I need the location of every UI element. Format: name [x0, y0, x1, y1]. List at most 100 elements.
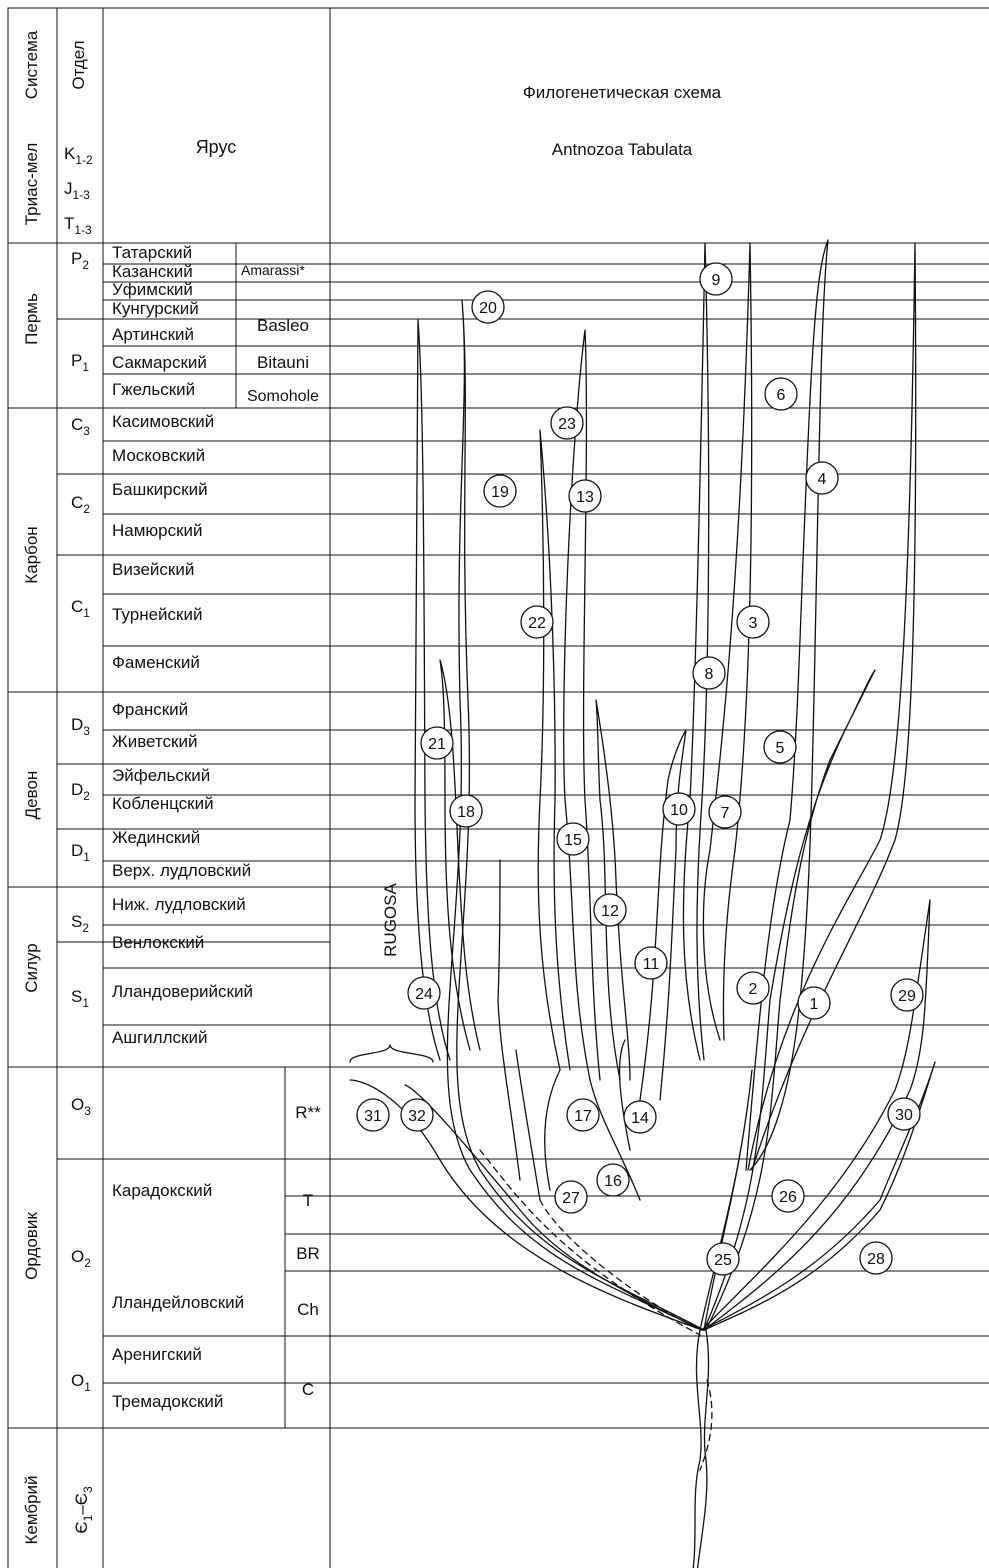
system-triasmel: Триас-мел: [22, 143, 41, 226]
lineage-node: 3: [737, 606, 769, 638]
division-label: O2: [71, 1247, 91, 1270]
lineage-branch: [415, 320, 450, 1060]
rugosa-label: RUGOSA: [381, 883, 400, 957]
stage-label: Гжельский: [112, 380, 195, 399]
division-label-cambrian: Є1–Є3: [72, 1486, 95, 1534]
division-label: O1: [71, 1371, 91, 1394]
system-label: Кембрий: [22, 1475, 41, 1544]
zone-label: Ch: [297, 1300, 319, 1319]
lineage-number: 22: [528, 615, 546, 632]
lineage-branch: [700, 1070, 752, 1330]
lineage-number: 10: [670, 802, 688, 819]
trunk: [690, 1330, 709, 1568]
stage-label: Казанский: [112, 262, 193, 281]
division-label: D2: [71, 780, 90, 803]
stage-label: Карадокский: [112, 1181, 212, 1200]
stage-label: Венлокский: [112, 933, 204, 952]
dynamic-labels: ПермьКарбонДевонСилурОрдовикКембрийP2P1C…: [22, 243, 321, 1545]
stage-label: Московский: [112, 446, 205, 465]
zone-label: BR: [296, 1244, 320, 1263]
header-yarus: Ярус: [196, 137, 237, 157]
lineage-number: 23: [558, 416, 576, 433]
division-label: S2: [71, 912, 89, 935]
lineage-node: 4: [806, 462, 838, 494]
lineage-branch: [545, 1070, 560, 1190]
lineage-node: 11: [635, 947, 667, 979]
stage-label: Франский: [112, 700, 188, 719]
lineage-node: 31: [357, 1099, 389, 1131]
lineage-node: 26: [772, 1180, 804, 1212]
stage-label: Лландоверийский: [112, 982, 253, 1001]
lineage-number: 26: [779, 1189, 797, 1206]
local-unit-label: Bitauni: [257, 353, 309, 372]
stage-label: Сакмарский: [112, 353, 207, 372]
lineage-number: 29: [898, 988, 916, 1005]
stratigraphic-grid: [8, 8, 989, 1568]
lineage-number: 19: [491, 484, 509, 501]
lineage-node: 8: [693, 657, 725, 689]
system-label: Силур: [22, 943, 41, 992]
rugosa-brace: [350, 1045, 433, 1062]
stage-label: Ашгиллский: [112, 1028, 207, 1047]
lineage-node: 17: [567, 1099, 599, 1131]
lineage-node: 25: [707, 1243, 739, 1275]
stage-label: Аренигский: [112, 1345, 202, 1364]
division-label: D1: [71, 841, 90, 864]
system-label: Ордовик: [22, 1212, 41, 1280]
division-label: C1: [71, 597, 90, 620]
stage-label: Ниж. лудловский: [112, 895, 246, 914]
stage-label: Намюрский: [112, 521, 203, 540]
division-label: D3: [71, 715, 90, 738]
lineage-node: 30: [888, 1098, 920, 1130]
lineage-node: 19: [484, 475, 516, 507]
lineage-branch: [640, 730, 686, 1100]
lineage-number: 5: [776, 740, 785, 757]
system-label: Карбон: [22, 526, 41, 583]
stage-label: Тремадокский: [112, 1392, 223, 1411]
lineage-branch: [596, 700, 630, 1080]
dashed-branch: [480, 1150, 700, 1335]
lineage-number: 6: [777, 387, 786, 404]
stage-label: Артинский: [112, 325, 194, 344]
lineage-node: 21: [421, 727, 453, 759]
lineage-number: 15: [564, 832, 582, 849]
division-label: O3: [71, 1095, 91, 1118]
lineage-number: 14: [631, 1110, 649, 1127]
lineage-number: 21: [428, 736, 446, 753]
lineage-node: 2: [737, 972, 769, 1004]
stage-label: Верх. лудловский: [112, 861, 251, 880]
stage-label: Татарский: [112, 243, 192, 262]
zone-label: R**: [295, 1103, 321, 1122]
lineage-number: 13: [576, 489, 594, 506]
stage-label: Эйфельский: [112, 766, 210, 785]
phylogenetic-tree: [350, 240, 935, 1568]
lineage-number: 1: [810, 996, 819, 1013]
lineage-node: 5: [764, 731, 796, 763]
stage-label: Живетский: [112, 732, 197, 751]
lineage-node: 10: [663, 793, 695, 825]
division-label: P1: [71, 351, 89, 374]
stage-label: Визейский: [112, 560, 194, 579]
chart-subtitle: Antnozoa Tabulata: [552, 140, 693, 159]
division-label: S1: [71, 987, 89, 1010]
header-sistema: Система: [22, 30, 41, 99]
lineage-number: 31: [364, 1108, 382, 1125]
lineage-number: 32: [408, 1108, 426, 1125]
lineage-node: 12: [594, 894, 626, 926]
division-label: C3: [71, 415, 90, 438]
lineage-node: 15: [557, 823, 589, 855]
table-border: [8, 8, 989, 1568]
lineage-nodes: 1234567891011121314151617181920212223242…: [357, 263, 923, 1275]
local-unit-label: Basleo: [257, 316, 309, 335]
lineage-number: 9: [712, 272, 721, 289]
lineage-node: 32: [401, 1099, 433, 1131]
lineage-number: 4: [818, 471, 827, 488]
lineage-branch: [683, 243, 708, 1060]
lineage-node: 23: [551, 407, 583, 439]
lineage-number: 8: [705, 666, 714, 683]
lineage-number: 18: [457, 804, 475, 821]
lineage-number: 3: [749, 615, 758, 632]
system-label: Девон: [22, 771, 41, 820]
lineage-branch: [704, 670, 875, 1330]
stage-label: Кунгурский: [112, 299, 199, 318]
